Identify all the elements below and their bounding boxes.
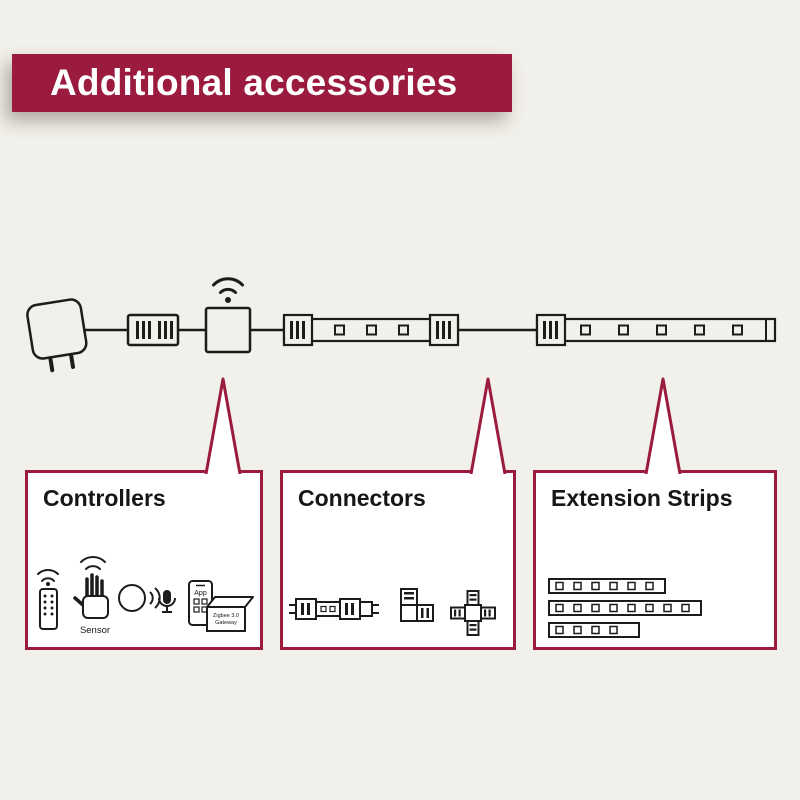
page-title: Additional accessories xyxy=(50,62,458,103)
straight-connector-icon xyxy=(289,598,379,620)
callout-connectors-title: Connectors xyxy=(298,485,426,511)
callout-extension-strips: Extension Strips xyxy=(533,470,777,650)
cable-connector-icon xyxy=(126,313,180,347)
corner-connector-icon xyxy=(400,588,434,622)
strip-connector-icon xyxy=(535,313,567,347)
zigbee-gateway-icon: Zigbee 3.0 Gateway xyxy=(206,596,254,632)
callout-controllers: Controllers xyxy=(25,470,263,650)
title-banner: Additional accessories xyxy=(12,54,512,112)
callout-extension-strips-title: Extension Strips xyxy=(551,485,733,511)
gateway-label-line1: Zigbee 3.0 xyxy=(213,613,239,619)
sensor-label: Sensor xyxy=(80,625,110,636)
gateway-label-line2: Gateway xyxy=(215,620,237,626)
callout-connectors: Connectors xyxy=(280,470,516,650)
extension-strip-medium-icon xyxy=(548,578,666,594)
led-strip-system-diagram xyxy=(26,277,777,373)
connectors-icons xyxy=(289,588,496,636)
cross-connector-icon xyxy=(450,590,496,636)
voice-control-icon xyxy=(118,584,176,613)
strip-connector-icon xyxy=(428,313,460,347)
power-plug-icon xyxy=(26,298,88,373)
extension-strip-long-icon xyxy=(548,600,702,616)
wifi-signal-icon xyxy=(212,277,244,303)
extension-led-strip-icon xyxy=(535,317,777,343)
remote-control-icon xyxy=(37,569,59,630)
hand-sensor-icon: Sensor xyxy=(73,556,110,636)
callout-controllers-title: Controllers xyxy=(43,485,166,511)
strip-connector-icon xyxy=(282,313,314,347)
wifi-controller-icon xyxy=(204,277,252,354)
callout-pointer-connectors xyxy=(469,377,507,474)
callout-pointer-controllers xyxy=(204,377,242,474)
app-label: App xyxy=(194,590,207,597)
controllers-icons: Sensor App xyxy=(37,556,254,636)
extension-strips-icons xyxy=(548,578,702,638)
callout-pointer-extension-strips xyxy=(644,377,682,474)
extension-strip-short-icon xyxy=(548,622,640,638)
